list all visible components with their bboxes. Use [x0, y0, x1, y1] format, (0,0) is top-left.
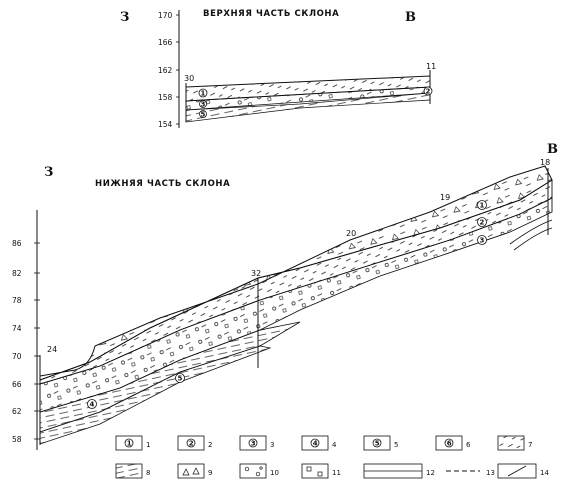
lower-well-label-19: 19: [440, 193, 450, 202]
legend-symbol: 2: [189, 440, 194, 448]
lower-y-ticks: 86 82 78 74 70 66 62 58: [12, 239, 40, 444]
legend-item-6: 6 6: [435, 435, 471, 451]
lower-marker: 4: [90, 401, 95, 409]
upper-tick-label: 170: [158, 11, 173, 20]
upper-tick-label: 158: [158, 93, 173, 102]
legend-symbol: 4: [313, 440, 318, 448]
legend-item-1: 1 1: [115, 435, 150, 451]
legend-number: 9: [208, 469, 212, 477]
upper-layer-markers: 1 2 3 5: [198, 86, 433, 119]
legend-item-13: 13: [446, 469, 495, 477]
legend-number: 13: [486, 469, 495, 477]
lower-marker: 2: [480, 219, 485, 227]
lower-layer-markers: 1 2 3 4 5: [87, 200, 487, 409]
legend-number: 5: [394, 441, 398, 449]
legend-number: 7: [528, 441, 532, 449]
legend-item-10: 10: [239, 463, 279, 479]
lower-tick-label: 62: [12, 407, 22, 416]
lower-marker: 5: [178, 375, 183, 383]
legend-symbol: 3: [251, 440, 256, 448]
upper-section: З В ВЕРХНЯЯ ЧАСТЬ СКЛОНА 170 166 162 158…: [120, 9, 436, 129]
legend-number: 1: [146, 441, 150, 449]
lower-tick-label: 58: [12, 435, 22, 444]
lower-section: З В НИЖНЯЯ ЧАСТЬ СКЛОНА 86 82 78 74 70 6…: [12, 142, 558, 450]
lower-title: НИЖНЯЯ ЧАСТЬ СКЛОНА: [95, 179, 230, 189]
upper-marker: 2: [426, 88, 431, 96]
upper-well-label-30: 30: [184, 74, 194, 83]
legend-number: 8: [146, 469, 150, 477]
upper-marker: 5: [201, 111, 206, 119]
legend-number: 10: [270, 469, 279, 477]
legend-item-11: 11: [301, 463, 341, 479]
legend-item-3: 3 3: [239, 435, 274, 451]
upper-tick-label: 154: [158, 120, 173, 129]
lower-deep-stratum: [513, 227, 553, 251]
lower-tick-label: 66: [12, 380, 22, 389]
lower-well-label-32: 32: [251, 269, 261, 278]
legend-number: 6: [466, 441, 471, 449]
upper-well-label-11: 11: [426, 62, 436, 71]
legend-number: 14: [540, 469, 549, 477]
upper-marker: 3: [201, 101, 206, 109]
legend-item-9: 9: [177, 463, 212, 479]
legend-item-14: 14: [497, 463, 549, 479]
lower-tick-label: 82: [12, 269, 22, 278]
lower-well-label-18: 18: [540, 158, 550, 167]
legend-item-12: 12: [363, 463, 435, 479]
lower-marker: 1: [480, 202, 485, 210]
upper-tick-label: 162: [158, 66, 173, 75]
lower-dir-west: З: [44, 165, 53, 180]
lower-well-label-20: 20: [346, 229, 356, 238]
legend-item-4: 4 4: [301, 435, 337, 451]
lower-well-label-24: 24: [47, 345, 57, 354]
legend: 1 1 2 2 3 3 4 4 5 5: [115, 435, 549, 479]
upper-title: ВЕРХНЯЯ ЧАСТЬ СКЛОНА: [203, 9, 339, 19]
legend-symbol: 6: [447, 440, 452, 448]
lower-dir-east: В: [547, 142, 558, 157]
lower-tick-label: 74: [12, 324, 22, 333]
legend-number: 4: [332, 441, 337, 449]
lower-deep-stratum: [509, 219, 553, 245]
upper-dir-east: В: [405, 10, 416, 25]
lower-tick-label: 70: [12, 352, 22, 361]
legend-item-2: 2 2: [177, 435, 212, 451]
lower-marker: 3: [480, 237, 485, 245]
upper-tick-label: 166: [158, 38, 173, 47]
legend-number: 11: [332, 469, 341, 477]
legend-symbol: 5: [375, 440, 380, 448]
legend-number: 3: [270, 441, 274, 449]
upper-dir-west: З: [120, 10, 129, 25]
legend-number: 12: [426, 469, 435, 477]
upper-y-ticks: 170 166 162 158 154: [158, 11, 179, 129]
legend-symbol: 1: [127, 440, 132, 448]
legend-item-5: 5 5: [363, 435, 398, 451]
lower-tick-label: 86: [12, 239, 22, 248]
lower-layer-5: [39, 345, 272, 445]
legend-number: 2: [208, 441, 212, 449]
upper-marker: 1: [201, 90, 206, 98]
legend-item-7: 7: [497, 435, 532, 451]
legend-item-8: 8: [115, 463, 150, 479]
lower-tick-label: 78: [12, 296, 22, 305]
